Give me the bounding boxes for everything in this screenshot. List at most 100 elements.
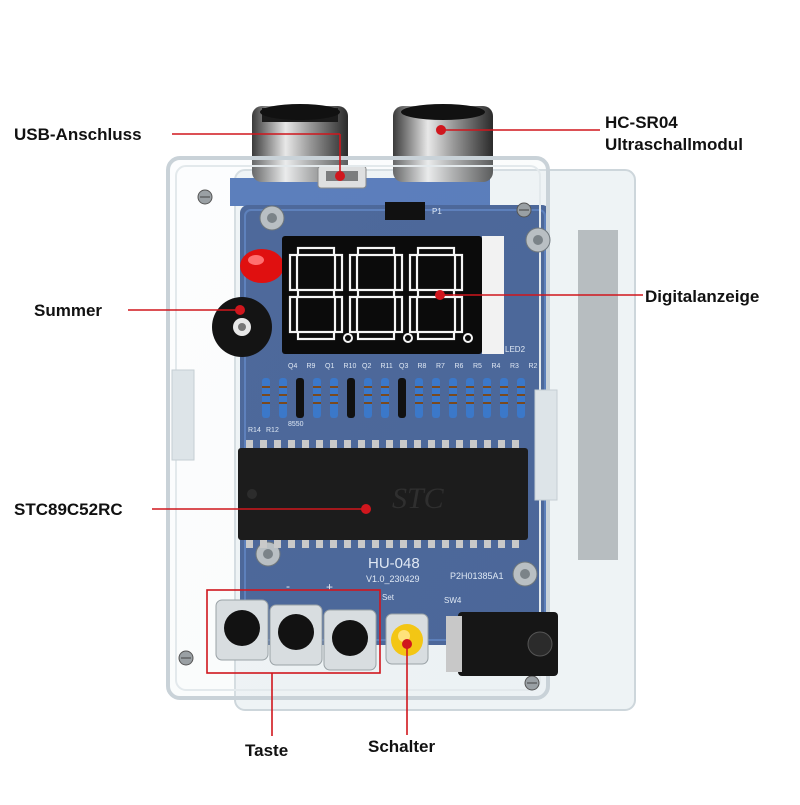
seven-segment-display [282, 236, 504, 354]
resistor [262, 378, 270, 418]
pin-header [385, 202, 425, 220]
resistor [381, 378, 389, 418]
chip-pin [344, 538, 351, 548]
chip-pin [330, 440, 337, 450]
chip-pin [274, 440, 281, 450]
chip-pin [302, 538, 309, 548]
chip-pin [372, 440, 379, 450]
component-label: R9 [307, 363, 316, 370]
component-label: R7 [436, 363, 445, 370]
label-buttons: Taste [245, 741, 289, 760]
display-digit [408, 246, 473, 343]
chip-pin [288, 440, 295, 450]
chip-pin [372, 538, 379, 548]
component-label: R2 [529, 363, 538, 370]
chip-pin [512, 440, 519, 450]
chip-pin [400, 440, 407, 450]
chip-pin [316, 440, 323, 450]
resistor [449, 378, 457, 418]
component-label: R10 [344, 363, 357, 370]
resistor [517, 378, 525, 418]
resistor [279, 378, 287, 418]
component-label: R8 [418, 363, 427, 370]
label-usb-port: USB-Anschluss [14, 125, 142, 144]
tactile-button-1 [215, 599, 269, 661]
red-led [240, 249, 284, 283]
resistor [432, 378, 440, 418]
display-digit [348, 246, 413, 343]
chip-pin [400, 538, 407, 548]
chip-pin [442, 538, 449, 548]
tactile-button-3 [323, 609, 377, 671]
component-label: Q3 [399, 363, 408, 370]
microcontroller-chip: STC [238, 440, 528, 548]
resistor [364, 378, 372, 418]
chip-pin [498, 538, 505, 548]
nut-upper-left [259, 205, 285, 231]
chip-pin [246, 440, 253, 450]
component-label: R5 [473, 363, 482, 370]
chip-pin [442, 440, 449, 450]
component-label: R11 [381, 363, 393, 370]
tactile-button-2 [269, 604, 323, 666]
nut-lower-right [512, 561, 538, 587]
chip-pin [344, 440, 351, 450]
chip-pin [414, 440, 421, 450]
chip-pin [302, 440, 309, 450]
resistor [466, 378, 474, 418]
transistor [398, 378, 406, 418]
chip-pin [428, 440, 435, 450]
chip-pin [484, 538, 491, 548]
resistor [330, 378, 338, 418]
chip-pin [274, 538, 281, 548]
resistor [415, 378, 423, 418]
chip-pin [330, 538, 337, 548]
chip-pin [456, 538, 463, 548]
label-digital-display: Digitalanzeige [645, 287, 760, 306]
chip-pin [470, 538, 477, 548]
nut-upper-right [525, 227, 551, 253]
display-digit [288, 246, 353, 343]
label-ultrasonic-module: Ultraschallmodul [605, 135, 743, 154]
sw4-label: SW4 [444, 596, 462, 605]
buzzer [212, 297, 272, 357]
chip-pin [358, 538, 365, 548]
callout-lines [128, 125, 643, 736]
led2-label: LED2 [505, 345, 526, 354]
chip-pin [316, 538, 323, 548]
chip-pin [386, 440, 393, 450]
component-label: Q1 [325, 363, 334, 370]
dc-power-jack [446, 612, 558, 676]
chip-pin [358, 440, 365, 450]
component-label: Q2 [362, 363, 371, 370]
label-switch: Schalter [368, 737, 436, 756]
board-code: P2H01385A1 [450, 571, 504, 581]
chip-pin [386, 538, 393, 548]
screw-top-left [197, 189, 213, 205]
transistor [347, 378, 355, 418]
chip-pin [484, 440, 491, 450]
r14-label: R14 [248, 427, 261, 434]
screw-bottom-right [524, 675, 540, 691]
component-label: R4 [492, 363, 501, 370]
component-label: Q4 [288, 363, 297, 370]
minus-label: - [286, 579, 290, 593]
label-hc-sr04: HC-SR04 [605, 113, 678, 132]
label-buzzer: Summer [34, 301, 103, 320]
chip-pin [246, 538, 253, 548]
component-label: R6 [455, 363, 464, 370]
resistor [500, 378, 508, 418]
r12-label: R12 [266, 427, 279, 434]
chip-pin [512, 538, 519, 548]
chip-pin [288, 538, 295, 548]
board-model: HU-048 [368, 555, 420, 572]
resistor [483, 378, 491, 418]
screw-bottom-left [178, 650, 194, 666]
component-label: R3 [510, 363, 519, 370]
side-standoff-shadow [578, 230, 618, 560]
transistor [296, 378, 304, 418]
resistor [313, 378, 321, 418]
chip-pin [456, 440, 463, 450]
